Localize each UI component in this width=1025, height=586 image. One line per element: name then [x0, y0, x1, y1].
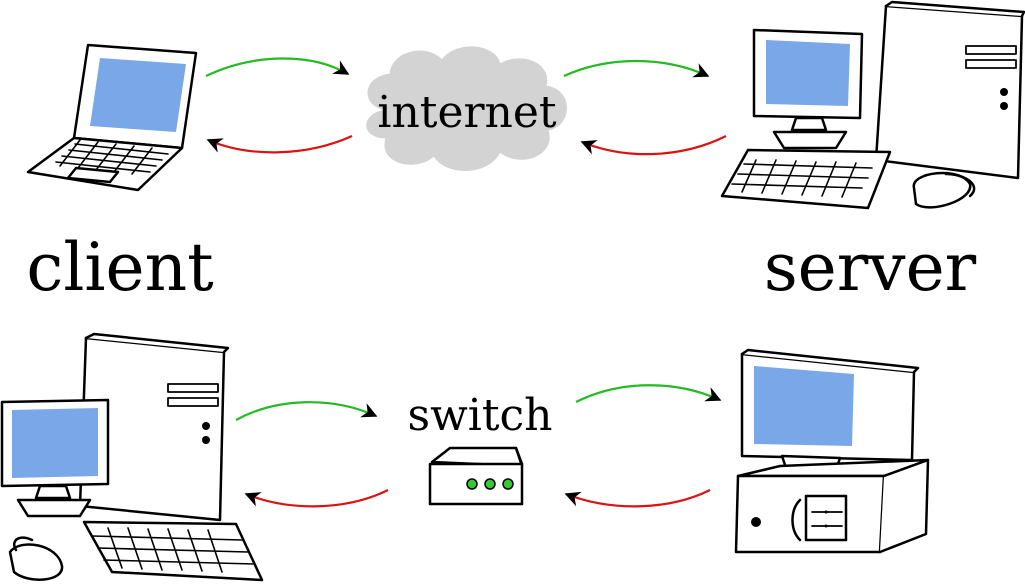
desktop-computer-icon [734, 348, 930, 554]
switch-label: switch [408, 390, 553, 441]
arrow-client-to-switch [235, 401, 378, 421]
arrow-internet-to-server [563, 59, 710, 78]
arrow-client-to-internet [205, 57, 350, 77]
arrow-internet-to-client [206, 134, 353, 154]
client-label: client [26, 229, 213, 306]
arrow-server-to-switch [564, 489, 711, 508]
cloud-icon [366, 46, 567, 171]
arrow-server-to-internet [580, 135, 727, 156]
tower-computer-icon [0, 332, 264, 582]
arrow-switch-to-server [575, 384, 722, 403]
arrow-switch-to-client [244, 489, 389, 508]
tower-computer-icon [720, 0, 1025, 210]
internet-label: internet [377, 87, 557, 138]
server-label: server [764, 229, 977, 306]
network-switch-icon [428, 446, 524, 506]
laptop-icon [26, 43, 198, 192]
